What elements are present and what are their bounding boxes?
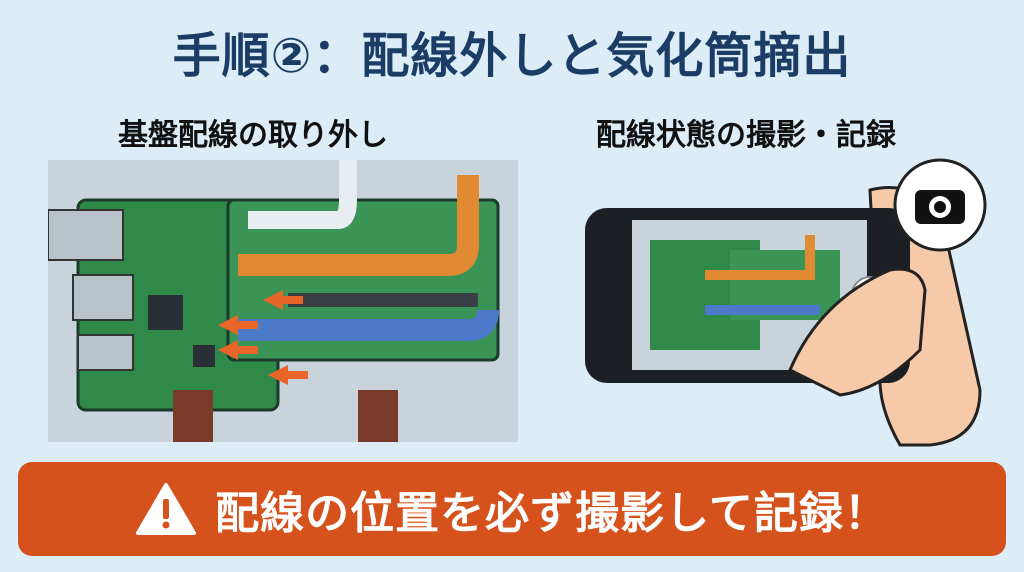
right-panel-heading: 配線状態の撮影・記録 — [596, 118, 896, 153]
page-title: 手順②：配線外しと気化筒摘出 — [172, 28, 852, 84]
camera-icon — [893, 158, 987, 252]
left-panel-heading: 基盤配線の取り外し — [118, 118, 388, 153]
arrow-icons — [218, 290, 308, 385]
circuit-board-illustration — [48, 160, 518, 442]
warning-triangle-icon — [136, 483, 197, 535]
warning-text: 配線の位置を必ず撮影して記録！ — [215, 488, 889, 539]
phone-photo-illustration — [585, 158, 987, 447]
warning-banner: 配線の位置を必ず撮影して記録！ — [18, 462, 1006, 556]
